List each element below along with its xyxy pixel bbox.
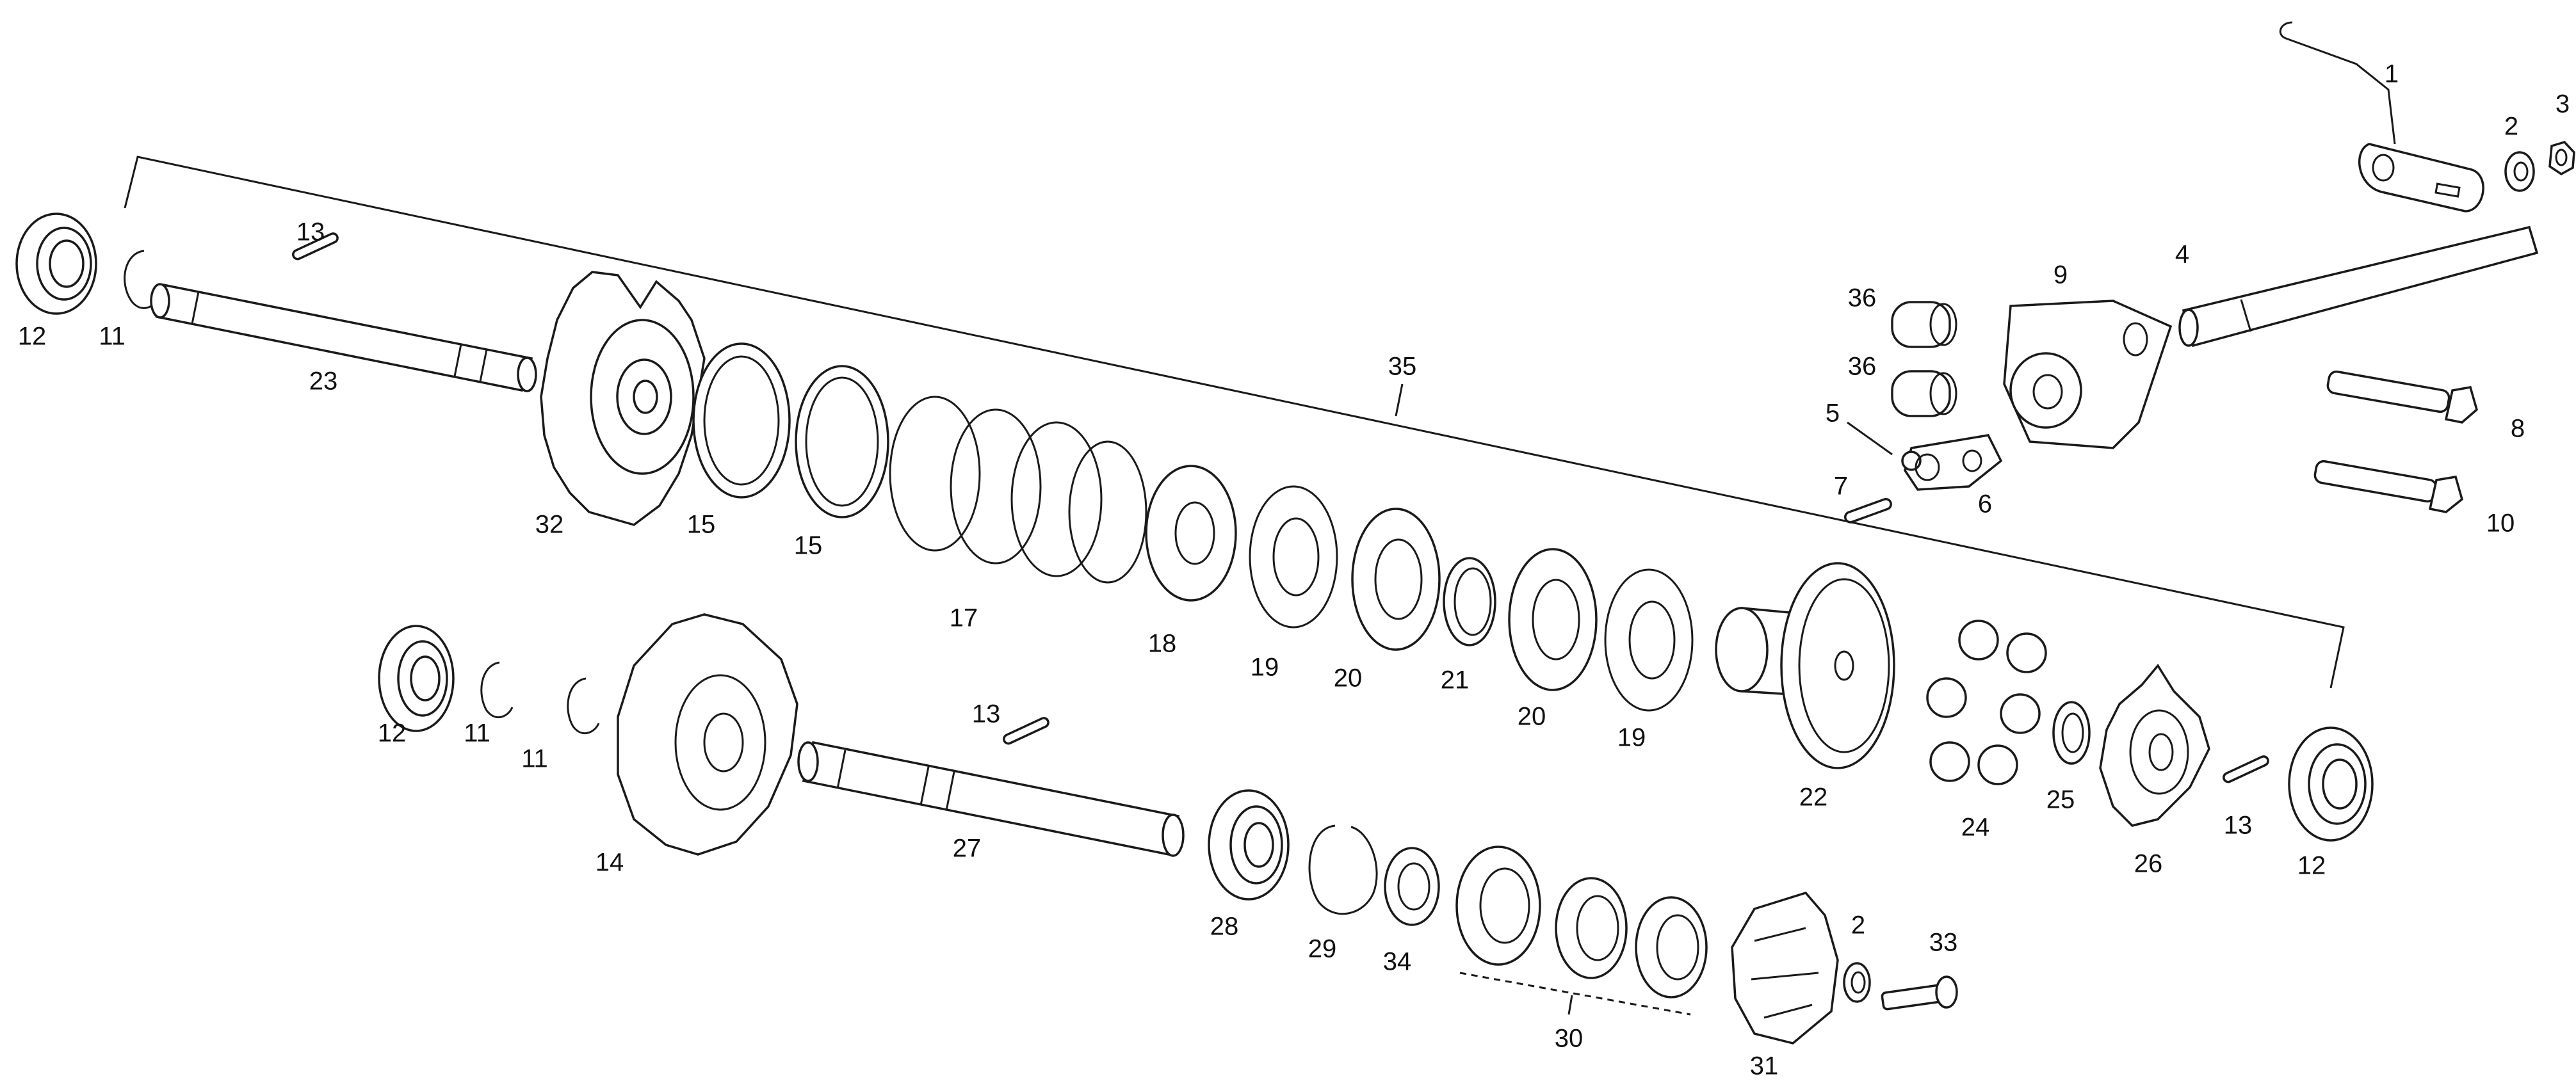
bearing-12-left (15, 212, 97, 315)
pin-13-top (292, 232, 339, 260)
washer-15-b (795, 365, 889, 518)
callout-18: 18 (1148, 630, 1177, 658)
callout-11-left: 11 (99, 323, 126, 351)
callout-12-right: 12 (2297, 852, 2326, 880)
callout-31: 31 (1750, 1052, 1779, 1080)
drum-22 (1715, 562, 1895, 769)
bushing-36-a (1891, 301, 1957, 348)
callout-9: 9 (2054, 261, 2068, 289)
circlip-11-left (124, 250, 158, 309)
callout-26: 26 (2134, 850, 2163, 878)
callout-25: 25 (2046, 786, 2075, 814)
screw-33 (1881, 975, 1958, 1011)
callout-2-lower: 2 (1851, 911, 1865, 940)
callout-33: 33 (1929, 929, 1958, 957)
callout-5: 5 (1826, 399, 1840, 428)
callout-13-top: 13 (296, 218, 325, 246)
callout-14: 14 (595, 849, 624, 877)
callout-2-upper: 2 (2504, 113, 2518, 141)
callout-23: 23 (309, 367, 338, 396)
lever-1 (2279, 21, 2484, 212)
callout-20-b: 20 (1518, 703, 1546, 731)
plate-6 (1901, 434, 2003, 491)
callout-27: 27 (953, 835, 982, 863)
shaft-27 (797, 741, 1185, 857)
circlip-11-lower-b (567, 677, 600, 735)
leader-35 (1395, 383, 1404, 417)
callout-11-lower-a: 11 (464, 719, 490, 748)
callout-30: 30 (1555, 1025, 1584, 1053)
circlip-11-lower-a (480, 661, 514, 719)
washer-2-upper (2504, 151, 2535, 192)
shaft-4 (2178, 225, 2539, 348)
spring-17 (889, 396, 1147, 584)
gear-32 (540, 271, 706, 526)
callout-12-left: 12 (18, 323, 47, 351)
seal-30-b (1555, 877, 1628, 979)
assembly-bracket-35 (124, 156, 2345, 689)
washer-20-a (1351, 508, 1441, 651)
callout-36-a: 36 (1848, 284, 1877, 312)
callout-13-right: 13 (2224, 812, 2253, 840)
callout-8: 8 (2511, 415, 2525, 443)
bolt-8 (2326, 370, 2478, 424)
callout-6: 6 (1978, 490, 1992, 518)
callout-24: 24 (1961, 813, 1990, 842)
callout-1: 1 (2385, 60, 2399, 88)
bearing-28 (1208, 789, 1290, 901)
thrust-bearing-19-a (1249, 485, 1338, 629)
pin-13-lower (1003, 717, 1049, 745)
callout-20-a: 20 (1334, 664, 1363, 693)
callout-11-lower-b: 11 (521, 745, 548, 773)
washer-15-a (692, 342, 791, 499)
bolt-10 (2313, 460, 2464, 513)
callout-36-b: 36 (1848, 353, 1877, 381)
balls-24 (1926, 620, 2047, 785)
callout-21: 21 (1441, 666, 1470, 694)
callout-35: 35 (1388, 353, 1417, 381)
seal-30-a (1455, 846, 1541, 966)
seal-30-c (1635, 896, 1708, 998)
washer-18 (1145, 465, 1237, 602)
callout-10: 10 (2486, 509, 2515, 538)
callout-34: 34 (1383, 948, 1412, 976)
circlip-29 (1308, 824, 1378, 915)
pin-13-right (2223, 755, 2269, 783)
ratchet-26 (2099, 664, 2210, 827)
leader-5 (1847, 421, 1893, 456)
washer-2-lower (1843, 962, 1871, 1003)
callout-32: 32 (535, 511, 564, 539)
nut-3 (2548, 141, 2575, 176)
bearing-12-lower (378, 625, 455, 732)
housing-9 (2003, 300, 2173, 449)
bearing-12-right (2288, 726, 2374, 842)
thrust-bearing-19-b (1604, 568, 1694, 712)
callout-4: 4 (2175, 241, 2189, 269)
callout-19-a: 19 (1251, 653, 1279, 682)
callout-29: 29 (1308, 935, 1337, 963)
callout-3: 3 (2556, 90, 2570, 118)
impeller-31 (1731, 891, 1839, 1045)
callout-22: 22 (1799, 783, 1828, 812)
washer-20-b (1508, 548, 1598, 691)
callout-7: 7 (1834, 472, 1848, 501)
callout-13-lower: 13 (972, 700, 1001, 728)
leader-30 (1567, 995, 1573, 1015)
shaft-23 (150, 283, 537, 392)
callout-28: 28 (1210, 913, 1239, 941)
washer-25 (2052, 701, 2091, 765)
callout-17: 17 (950, 604, 978, 632)
callout-19-b: 19 (1617, 724, 1646, 752)
group-line-30 (1459, 972, 1691, 1016)
callout-15-a: 15 (687, 511, 716, 539)
callout-12-lower: 12 (378, 719, 407, 748)
pin-7 (1843, 497, 1892, 524)
bushing-21 (1443, 557, 1496, 646)
gear-14 (617, 613, 798, 856)
washer-34 (1384, 847, 1440, 926)
bushing-36-b (1891, 370, 1957, 417)
callout-15-b: 15 (794, 532, 823, 560)
